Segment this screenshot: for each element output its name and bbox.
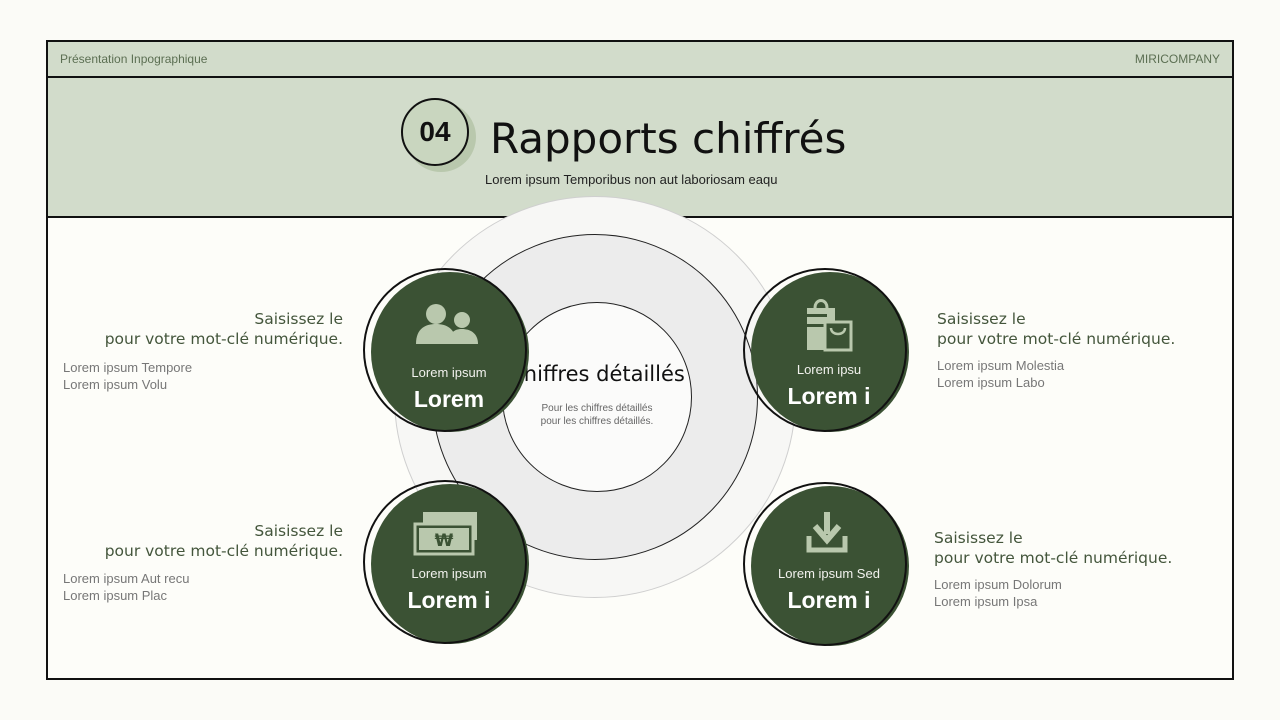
- description-heading: pour votre mot-clé numérique.: [104, 330, 343, 348]
- banknotes-icon: ₩: [363, 510, 531, 556]
- description-heading: pour votre mot-clé numérique.: [937, 330, 1176, 348]
- svg-text:₩: ₩: [435, 531, 454, 551]
- description-top-left: Saisissez le pour votre mot-clé numériqu…: [53, 309, 343, 349]
- stat-node-download: Lorem ipsum Sed Lorem i: [743, 482, 911, 650]
- presentation-label: Présentation Inpographique: [60, 52, 208, 66]
- description-line: Lorem ipsum Volu: [63, 377, 168, 392]
- stat-node-users: Lorem ipsum Lorem: [363, 268, 531, 436]
- stat-node-money: ₩ Lorem ipsum Lorem i: [363, 480, 531, 648]
- stat-node-shopping: Lorem ipsu Lorem i: [743, 268, 911, 436]
- node-small-label: Lorem ipsu: [796, 362, 862, 377]
- page-title: Rapports chiffrés: [490, 114, 847, 163]
- node-big-label: Lorem i: [787, 587, 871, 613]
- download-icon: [743, 510, 911, 554]
- users-icon: [363, 302, 531, 346]
- center-subtitle-line-1: Pour les chiffres détaillés: [541, 403, 653, 414]
- header-band: 04 Rapports chiffrés Lorem ipsum Tempori…: [48, 78, 1232, 218]
- node-small-label: Lorem ipsum: [411, 566, 487, 581]
- description-top-left-lines: Lorem ipsum Tempore Lorem ipsum Volu: [63, 359, 353, 393]
- description-line: Lorem ipsum Ipsa: [934, 594, 1038, 609]
- node-big-label: Lorem: [413, 386, 485, 412]
- description-line: Lorem ipsum Dolorum: [934, 577, 1062, 592]
- slide-frame: Présentation Inpographique MIRICOMPANY 0…: [46, 40, 1234, 680]
- node-small-label: Lorem ipsum Sed: [778, 566, 880, 581]
- description-bottom-right: Saisissez le pour votre mot-clé numériqu…: [934, 528, 1224, 610]
- center-subtitle: Pour les chiffres détaillés pour les chi…: [502, 402, 692, 428]
- description-bottom-left: Saisissez le pour votre mot-clé numériqu…: [53, 521, 343, 561]
- description-line: Lorem ipsum Molestia: [937, 358, 1065, 373]
- node-big-label: Lorem i: [787, 383, 871, 409]
- description-bottom-left-lines: Lorem ipsum Aut recu Lorem ipsum Plac: [63, 570, 353, 604]
- description-heading: pour votre mot-clé numérique.: [104, 542, 343, 560]
- description-top-right: Saisissez le pour votre mot-clé numériqu…: [937, 309, 1227, 391]
- description-heading: pour votre mot-clé numérique.: [934, 549, 1173, 567]
- description-line: Lorem ipsum Plac: [63, 588, 168, 603]
- node-big-label: Lorem i: [407, 587, 491, 613]
- description-line: Lorem ipsum Labo: [937, 375, 1045, 390]
- node-small-label: Lorem ipsum: [411, 365, 487, 380]
- inner-circle: [502, 302, 692, 492]
- description-heading: Saisissez le: [934, 529, 1023, 547]
- top-bar: Présentation Inpographique MIRICOMPANY: [48, 42, 1232, 78]
- shopping-bags-icon: [743, 294, 911, 354]
- description-line: Lorem ipsum Aut recu: [63, 571, 190, 586]
- center-title: Chiffres détaillés: [509, 362, 685, 386]
- description-line: Lorem ipsum Tempore: [63, 360, 193, 375]
- description-heading: Saisissez le: [254, 522, 343, 540]
- center-subtitle-line-2: pour les chiffres détaillés.: [540, 416, 654, 427]
- description-heading: Saisissez le: [937, 310, 1026, 328]
- page-subtitle: Lorem ipsum Temporibus non aut laboriosa…: [485, 172, 778, 187]
- description-heading: Saisissez le: [254, 310, 343, 328]
- company-label: MIRICOMPANY: [1134, 52, 1220, 66]
- section-number-badge: 04: [401, 98, 469, 166]
